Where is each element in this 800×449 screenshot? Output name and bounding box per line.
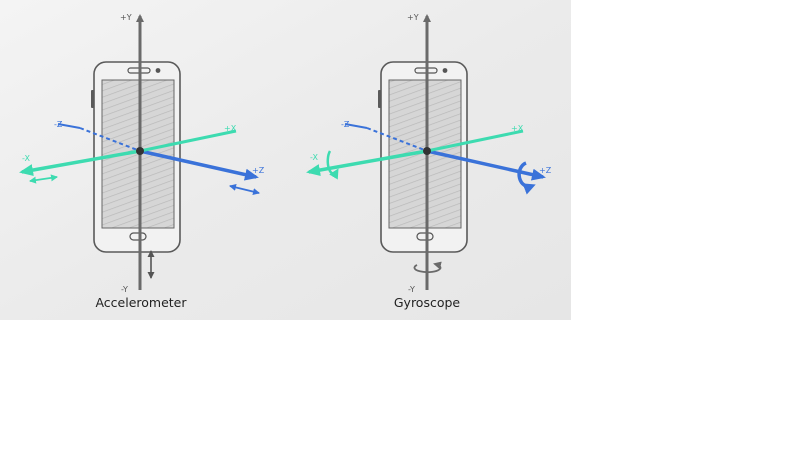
x-axis-positive [426,129,524,153]
gyroscope-caption: Gyroscope [394,295,461,310]
label-plus-z: +Z [539,166,552,175]
z-rotation-arrow-icon [517,161,536,195]
z-motion-arrow-icon [229,184,260,195]
label-plus-y: +Y [120,13,132,22]
label-plus-y: +Y [407,13,419,22]
label-plus-x: +X [511,124,524,133]
label-minus-z: -Z [54,120,63,129]
x-motion-arrow-icon [29,174,58,184]
phone-illustration [378,61,468,253]
accelerometer-panel: +Y -Y +X -X +Z -Z Accelerometer [19,13,265,310]
label-plus-z: +Z [252,166,265,175]
z-axis-negative [366,127,428,152]
phone-illustration [91,61,181,253]
label-minus-x: -X [310,153,318,162]
x-rotation-arrow-icon [326,150,339,180]
label-plus-x: +X [224,124,237,133]
z-axis [139,149,259,181]
label-minus-y: -Y [408,285,415,294]
origin-point [423,147,431,155]
x-axis-positive [139,129,237,153]
label-minus-y: -Y [121,285,128,294]
sensor-axes-figure: +Y -Y +X -X +Z -Z Accelerometer +Y -Y +X [0,0,571,320]
z-axis [426,149,546,181]
y-rotation-arrow-icon [413,261,442,274]
origin-point [136,147,144,155]
gyroscope-panel: +Y -Y +X -X +Z -Z Gyroscope [306,13,552,310]
label-minus-z: -Z [341,120,350,129]
z-axis-negative [79,127,141,152]
accelerometer-caption: Accelerometer [95,295,187,310]
x-axis [19,149,141,176]
label-minus-x: -X [22,154,30,163]
